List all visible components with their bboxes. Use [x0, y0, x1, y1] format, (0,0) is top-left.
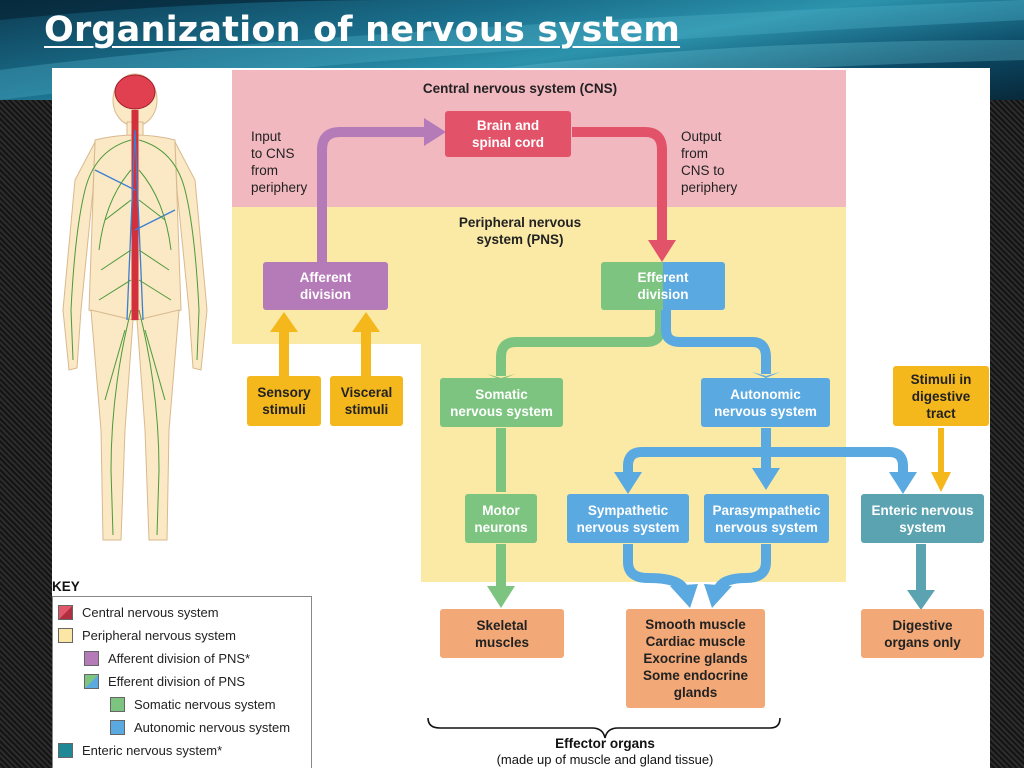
key-title: KEY — [52, 579, 80, 594]
key-swatch — [58, 743, 73, 758]
key-swatch — [84, 651, 99, 666]
skeletal-muscles-box: Skeletal muscles — [440, 609, 564, 658]
motor-neurons-box: Motor neurons — [465, 494, 537, 543]
key-label: Enteric nervous system* — [82, 743, 223, 758]
slide-title: Organization of nervous system — [44, 10, 681, 50]
key-item: Efferent division of PNS — [84, 674, 245, 689]
output-label: Output from CNS to periphery — [681, 129, 738, 195]
effector-organs-subtitle: (made up of muscle and gland tissue) — [496, 752, 714, 767]
sympathetic-nervous-system-box: Sympathetic nervous system — [567, 494, 689, 543]
key-item: Enteric nervous system* — [58, 743, 222, 758]
pns-zone-label: Peripheral nervous system (PNS) — [458, 215, 582, 247]
efferent-division-box: Efferent division — [601, 262, 725, 310]
key-label: Efferent division of PNS — [108, 674, 246, 689]
key-label: Central nervous system — [82, 605, 219, 620]
key-swatch — [110, 697, 125, 712]
parasympathetic-nervous-system-box: Parasympathetic nervous system — [704, 494, 829, 543]
key-item: Autonomic nervous system — [110, 720, 290, 735]
input-label: Input to CNS from periphery — [251, 129, 308, 195]
cns-zone-label: Central nervous system (CNS) — [422, 81, 618, 96]
digestive-stimuli-box: Stimuli in digestive tract — [893, 366, 989, 426]
smooth-muscle-box: Smooth muscle Cardiac muscle Exocrine gl… — [626, 609, 765, 708]
key-swatch — [110, 720, 125, 735]
key-label: Autonomic nervous system — [134, 720, 291, 735]
key-swatch — [58, 605, 73, 620]
brain-spinal-cord-box: Brain and spinal cord — [445, 111, 571, 157]
key-label: Peripheral nervous system — [82, 628, 236, 643]
afferent-division-box: Afferent division — [263, 262, 388, 310]
key-label: Afferent division of PNS* — [108, 651, 251, 666]
key-swatch — [84, 674, 99, 689]
key-swatch — [58, 628, 73, 643]
human-nervous-system-figure — [62, 73, 208, 541]
key-item: Somatic nervous system — [110, 697, 276, 712]
key-label: Somatic nervous system — [134, 697, 276, 712]
digestive-organs-box: Digestive organs only — [861, 609, 984, 658]
effector-organs-title: Effector organs — [555, 736, 655, 751]
key-item: Central nervous system — [58, 605, 219, 620]
autonomic-nervous-system-box: Autonomic nervous system — [701, 378, 830, 427]
key-item: Afferent division of PNS* — [84, 651, 250, 666]
somatic-nervous-system-box: Somatic nervous system — [440, 378, 563, 427]
enteric-nervous-system-box: Enteric nervous system — [861, 494, 984, 543]
sensory-stimuli-box: Sensory stimuli — [247, 376, 321, 426]
key-item: Peripheral nervous system — [58, 628, 236, 643]
visceral-stimuli-box: Visceral stimuli — [330, 376, 403, 426]
